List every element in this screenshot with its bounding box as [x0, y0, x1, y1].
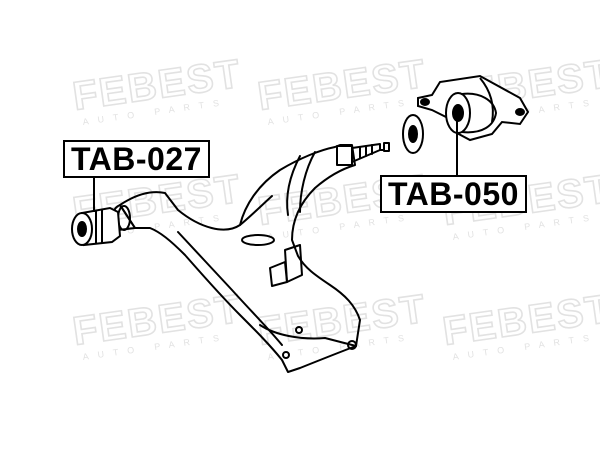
tab-050-bushing-drawing — [402, 74, 530, 154]
bushing-027-band — [95, 210, 103, 243]
rear-shaft-thread — [359, 144, 373, 159]
tab-027-bushing-drawing — [71, 206, 122, 247]
part-label-tab-050: TAB-050 — [380, 175, 527, 213]
washer-hole — [408, 125, 418, 143]
lower-plate — [259, 324, 357, 347]
control-arm-rib-1 — [286, 155, 301, 216]
control-arm-rib-2 — [299, 151, 316, 213]
control-arm-drawing — [112, 142, 390, 373]
bracket-bolt-hole-left — [420, 98, 430, 106]
rear-shaft — [336, 145, 353, 166]
bracket-body — [417, 74, 530, 142]
leader-lines — [93, 118, 458, 212]
mount-hole-1 — [295, 326, 303, 334]
mount-bracket — [284, 244, 303, 283]
oval-hole — [241, 234, 275, 246]
bracket-bolt-hole-right — [515, 108, 525, 116]
bracket-rib — [479, 77, 494, 123]
mount-bracket-tab — [269, 261, 288, 287]
bushing-050-sleeve — [461, 92, 498, 134]
mount-hole-2 — [282, 351, 290, 359]
rear-shaft-bolt — [351, 142, 390, 163]
part-label-tab-027: TAB-027 — [63, 140, 210, 178]
control-arm-front-edge — [239, 195, 273, 226]
bushing-027-bore — [77, 221, 87, 237]
